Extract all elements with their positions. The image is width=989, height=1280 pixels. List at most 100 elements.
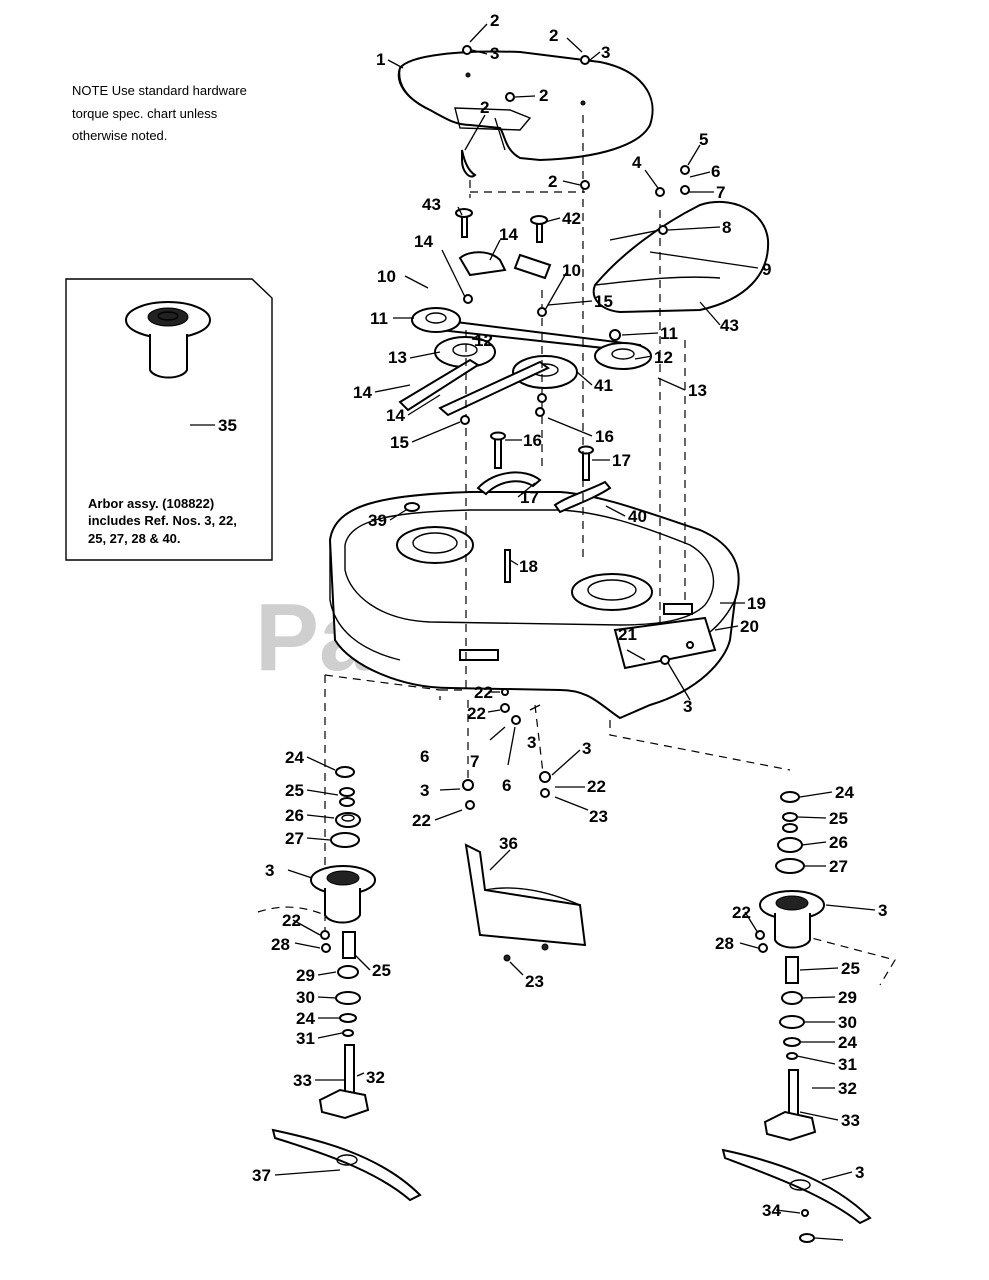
callout-c29b: 29 bbox=[838, 988, 857, 1007]
callout-c3e: 3 bbox=[582, 739, 591, 758]
callout-c31a: 31 bbox=[296, 1029, 315, 1048]
callout-c26a: 26 bbox=[285, 806, 304, 825]
callout-c25b: 25 bbox=[372, 961, 391, 980]
callout-c30b: 30 bbox=[838, 1013, 857, 1032]
svg-text:Arbor assy. (108822): Arbor assy. (108822) bbox=[88, 496, 214, 511]
right-spindle-assembly[interactable] bbox=[721, 791, 872, 1243]
svg-text:NOTE Use standard hardware: NOTE Use standard hardware bbox=[72, 83, 247, 98]
callout-c28a: 28 bbox=[271, 935, 290, 954]
left-spindle-assembly[interactable] bbox=[271, 766, 422, 1202]
callout-c22c: 22 bbox=[587, 777, 606, 796]
callout-c3g: 3 bbox=[265, 861, 274, 880]
callout-c10a: 10 bbox=[562, 261, 581, 280]
callout-c37: 37 bbox=[252, 1166, 271, 1185]
deflector-37[interactable] bbox=[464, 843, 587, 962]
callout-c26b: 26 bbox=[829, 833, 848, 852]
callout-c24d: 24 bbox=[838, 1033, 857, 1052]
callout-c39: 39 bbox=[368, 511, 387, 530]
svg-text:torque spec. chart unless: torque spec. chart unless bbox=[72, 106, 218, 121]
callout-c3b: 3 bbox=[601, 43, 610, 62]
callout-c33b: 33 bbox=[841, 1111, 860, 1130]
callout-c16b: 16 bbox=[523, 431, 542, 450]
callout-c20: 20 bbox=[740, 617, 759, 636]
callout-c24a: 24 bbox=[285, 748, 304, 767]
callout-c31b: 31 bbox=[838, 1055, 857, 1074]
callout-c3f: 3 bbox=[420, 781, 429, 800]
callout-c43a: 43 bbox=[720, 316, 739, 335]
callout-c14c: 14 bbox=[353, 383, 372, 402]
callout-c2b: 2 bbox=[549, 26, 558, 45]
callout-c3a: 3 bbox=[490, 44, 499, 63]
deck-housing[interactable] bbox=[328, 491, 740, 720]
callout-c14d: 14 bbox=[386, 406, 405, 425]
svg-text:includes Ref. Nos. 3, 22,: includes Ref. Nos. 3, 22, bbox=[88, 513, 237, 528]
callout-c8: 8 bbox=[722, 218, 731, 237]
callout-c18: 18 bbox=[519, 557, 538, 576]
callout-c4: 4 bbox=[632, 153, 642, 172]
callout-c22e: 22 bbox=[282, 911, 301, 930]
callout-c6a: 6 bbox=[711, 162, 720, 181]
callout-c11b: 11 bbox=[370, 309, 388, 328]
callout-c2a: 2 bbox=[490, 11, 499, 30]
callout-c2d: 2 bbox=[480, 98, 489, 117]
callout-c32a: 32 bbox=[366, 1068, 385, 1087]
arbor-inset: 35 Arbor assy. (108822) includes Ref. No… bbox=[65, 278, 273, 561]
bracket-42[interactable] bbox=[455, 208, 552, 280]
callout-c13a: 13 bbox=[688, 381, 707, 400]
callout-c12a: 12 bbox=[654, 348, 673, 367]
leader-lines bbox=[274, 23, 876, 1241]
callout-c24c: 24 bbox=[835, 783, 854, 802]
belt-cover[interactable] bbox=[397, 50, 654, 178]
callout-c23b: 23 bbox=[525, 972, 544, 991]
callout-c42: 42 bbox=[562, 209, 581, 228]
callout-c17b: 17 bbox=[520, 488, 539, 507]
callout-c22f: 22 bbox=[732, 903, 751, 922]
callout-c17a: 17 bbox=[612, 451, 631, 470]
callout-c25c: 25 bbox=[829, 809, 848, 828]
idler-arm-assembly[interactable] bbox=[398, 307, 652, 417]
svg-text:25, 27, 28 & 40.: 25, 27, 28 & 40. bbox=[88, 531, 181, 546]
callout-c2e: 2 bbox=[548, 172, 557, 191]
callout-c7a: 7 bbox=[716, 183, 725, 202]
bolt-40[interactable] bbox=[404, 502, 420, 512]
callout-c34: 34 bbox=[762, 1201, 781, 1220]
callout-c33a: 33 bbox=[293, 1071, 312, 1090]
callout-c14a: 14 bbox=[499, 225, 518, 244]
callout-c43b: 43 bbox=[422, 195, 441, 214]
callout-c10b: 10 bbox=[377, 267, 396, 286]
callout-c15b: 15 bbox=[390, 433, 409, 452]
callout-c5: 5 bbox=[699, 130, 708, 149]
callout-c36: 36 bbox=[499, 834, 518, 853]
callout-labels: 1 2 3 2 3 2 2 2 4 5 6 7 8 9 43 43 42 14 … bbox=[252, 11, 887, 1220]
callout-c19: 19 bbox=[747, 594, 766, 613]
svg-text:35: 35 bbox=[218, 416, 237, 435]
callout-c11a: 11 bbox=[660, 324, 678, 343]
callout-c25a: 25 bbox=[285, 781, 304, 800]
callout-c27b: 27 bbox=[829, 857, 848, 876]
callout-c2c: 2 bbox=[539, 86, 548, 105]
callout-c15a: 15 bbox=[594, 292, 613, 311]
callout-c3i: 3 bbox=[855, 1163, 864, 1182]
callout-c29a: 29 bbox=[296, 966, 315, 985]
callout-c3c: 3 bbox=[683, 697, 692, 716]
callout-c7b: 7 bbox=[470, 752, 479, 771]
callout-c6c: 6 bbox=[420, 747, 429, 766]
callout-c9: 9 bbox=[762, 260, 771, 279]
callout-c22d: 22 bbox=[412, 811, 431, 830]
callout-c6b: 6 bbox=[502, 776, 511, 795]
callout-c40: 40 bbox=[628, 507, 647, 526]
callout-c27a: 27 bbox=[285, 829, 304, 848]
callout-c30a: 30 bbox=[296, 988, 315, 1007]
callout-c3h: 3 bbox=[878, 901, 887, 920]
svg-text:otherwise noted.: otherwise noted. bbox=[72, 128, 167, 143]
callout-c16a: 16 bbox=[595, 427, 614, 446]
bolt-39[interactable] bbox=[504, 549, 511, 583]
callout-c41: 41 bbox=[594, 376, 613, 395]
callout-c1: 1 bbox=[376, 50, 385, 69]
callout-c32b: 32 bbox=[838, 1079, 857, 1098]
callout-c3d: 3 bbox=[527, 733, 536, 752]
callout-c12b: 12 bbox=[474, 331, 493, 350]
callout-c14b: 14 bbox=[414, 232, 433, 251]
callout-c22a: 22 bbox=[474, 683, 493, 702]
